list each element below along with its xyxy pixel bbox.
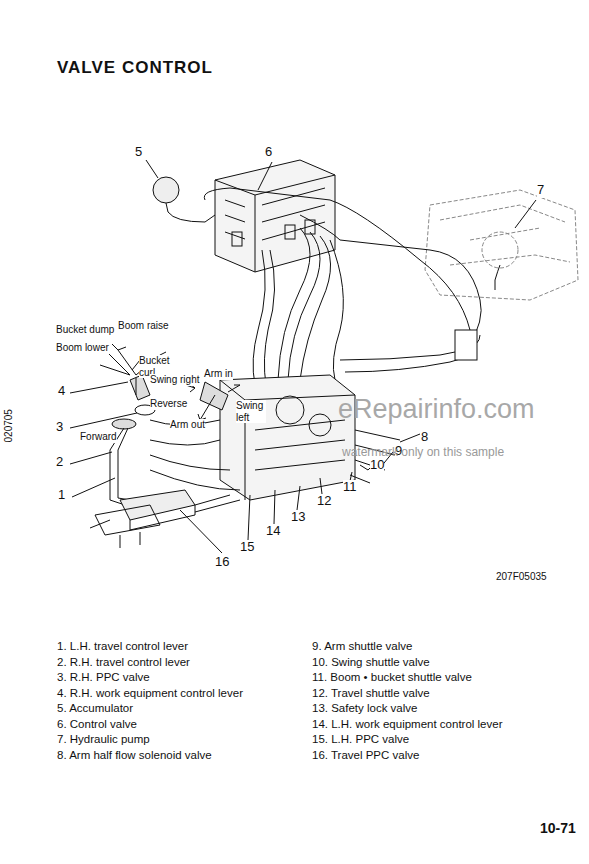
callout-number: 5: [135, 145, 142, 160]
legend-item: 1. L.H. travel control lever: [57, 640, 188, 653]
pilot-hoses: [204, 188, 500, 385]
callout-number: 13: [291, 510, 305, 525]
callout-number: 6: [265, 145, 272, 160]
legend-item: 4. R.H. work equipment control lever: [57, 687, 243, 700]
direction-label: Reverse: [150, 398, 187, 410]
control-valve: [215, 160, 335, 272]
legend-item: 6. Control valve: [57, 718, 137, 731]
legend-item: 5. Accumulator: [57, 702, 133, 715]
direction-label: Swing right: [150, 374, 199, 386]
legend-item: 15. L.H. PPC valve: [312, 733, 409, 746]
callout-number: 3: [56, 420, 63, 435]
callout-number: 2: [56, 455, 63, 470]
work-equipment-levers: [100, 344, 240, 420]
page-number: 10-71: [540, 820, 576, 836]
legend-item: 12. Travel shuttle valve: [312, 687, 430, 700]
figure-number: 207F05035: [496, 571, 547, 583]
callout-number: 14: [266, 524, 280, 539]
callout-number: 11: [343, 480, 357, 495]
direction-label: Forward: [80, 431, 117, 443]
watermark: eRepairinfo.com: [338, 394, 535, 425]
direction-label: Boom lower: [56, 342, 109, 354]
callout-number: 8: [421, 430, 428, 445]
accumulator: [153, 177, 215, 222]
leader-lines: [70, 160, 536, 553]
shuttle-valves: [150, 375, 400, 500]
legend-item: 11. Boom • bucket shuttle valve: [312, 671, 472, 684]
direction-label: Arm out: [170, 419, 205, 431]
legend-item: 13. Safety lock valve: [312, 702, 417, 715]
callout-number: 16: [215, 555, 229, 570]
legend-item: 14. L.H. work equipment control lever: [312, 718, 502, 731]
direction-label: Arm in: [204, 368, 233, 380]
legend-item: 9. Arm shuttle valve: [312, 640, 412, 653]
watermark-note: watermark only on this sample: [342, 446, 504, 460]
legend-item: 16. Travel PPC valve: [312, 749, 419, 762]
callout-number: 12: [317, 494, 331, 509]
direction-label: Bucket dump: [56, 324, 114, 336]
hydraulic-pump: [425, 190, 578, 300]
legend-item: 8. Arm half flow solenoid valve: [57, 749, 212, 762]
legend-item: 7. Hydraulic pump: [57, 733, 150, 746]
callout-number: 1: [58, 488, 65, 503]
callout-number: 10: [370, 458, 384, 473]
direction-label: Swing left: [236, 400, 266, 423]
legend-item: 2. R.H. travel control lever: [57, 656, 190, 669]
page-code: 020705: [3, 409, 15, 442]
legend-item: 10. Swing shuttle valve: [312, 656, 430, 669]
callout-number: 4: [58, 384, 65, 399]
callout-number: 15: [240, 540, 254, 555]
legend-item: 3. R.H. PPC valve: [57, 671, 150, 684]
direction-label: Boom raise: [118, 320, 169, 332]
page-title: VALVE CONTROL: [57, 58, 213, 78]
callout-number: 7: [537, 183, 544, 198]
